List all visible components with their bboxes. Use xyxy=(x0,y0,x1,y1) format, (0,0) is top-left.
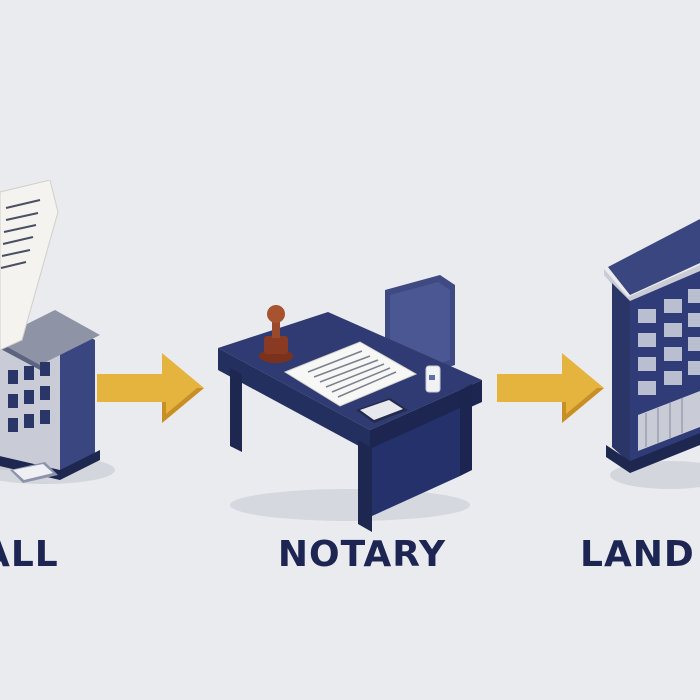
city-hall-building-icon xyxy=(0,310,115,484)
step-label-city-hall: ALL xyxy=(0,530,62,580)
step-label-notary: NOTARY xyxy=(267,530,457,580)
step-label-text: LAND xyxy=(580,534,695,575)
stamp-icon xyxy=(259,305,293,363)
step-label-land-registry: LAND xyxy=(580,530,700,580)
land-registry-building-icon xyxy=(604,219,700,489)
document-icon xyxy=(0,180,59,351)
arrow-right-icon xyxy=(97,353,204,423)
arrow-right-icon xyxy=(497,353,604,423)
step-label-text: NOTARY xyxy=(277,534,447,575)
notary-desk-icon xyxy=(218,275,482,532)
step-label-text: ALL xyxy=(0,534,59,575)
